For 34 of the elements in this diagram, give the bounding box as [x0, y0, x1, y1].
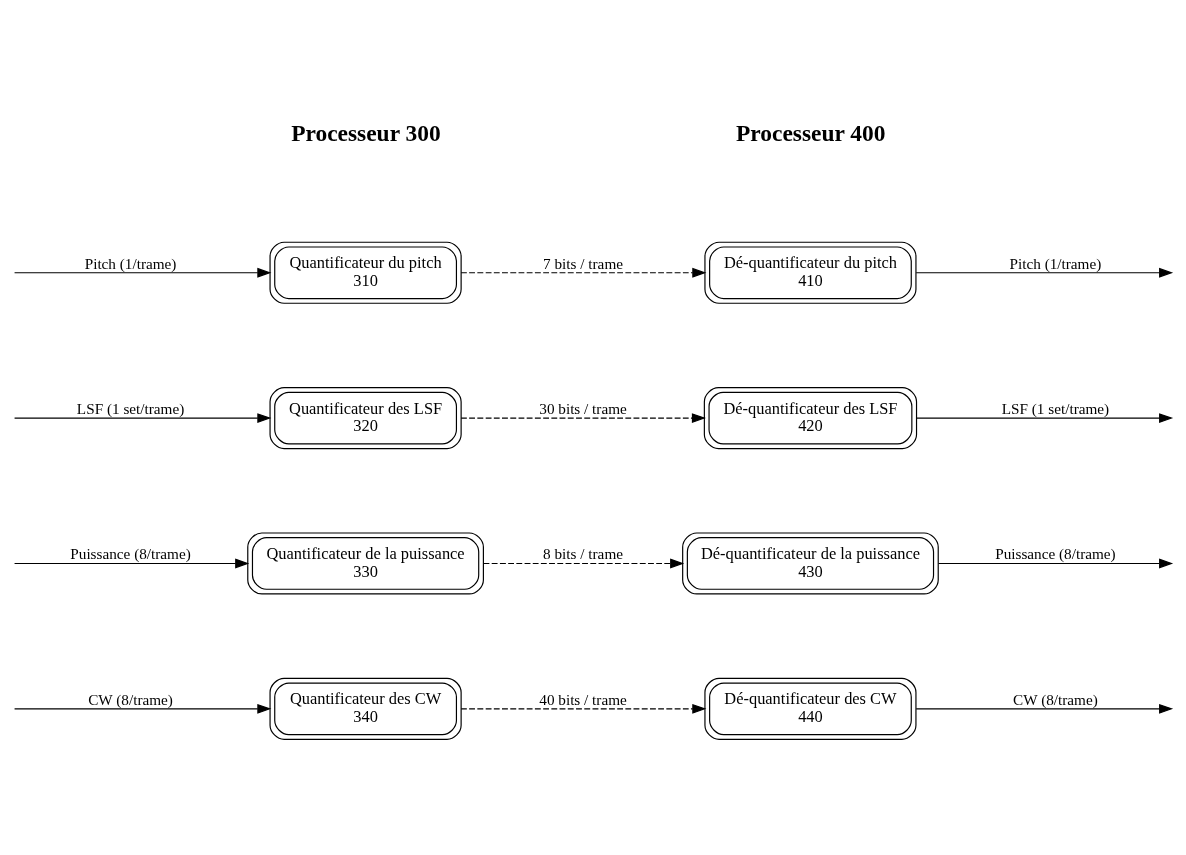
- node-box: Quantificateur du pitch 310: [269, 241, 462, 304]
- edge-label: Pitch (1/trame): [1009, 254, 1102, 272]
- node-box: Dé-quantificateur des LSF 420: [703, 387, 918, 450]
- label: Processeur 300: [291, 120, 441, 147]
- edge-label: LSF (1 set/trame): [76, 399, 185, 417]
- arrow: [14, 413, 272, 424]
- arrow: [916, 413, 1174, 424]
- edge-label: 40 bits / trame: [539, 690, 627, 708]
- arrow: [937, 558, 1174, 569]
- edge-label: CW (8/trame): [1013, 690, 1098, 708]
- edge-label: Puissance (8/trame): [70, 545, 191, 563]
- node-box: Quantificateur des LSF 320: [269, 387, 462, 450]
- arrow: [460, 267, 707, 278]
- edge-label: Pitch (1/trame): [84, 254, 177, 272]
- edge-label: LSF (1 set/trame): [1001, 399, 1110, 417]
- edge-label: Puissance (8/trame): [995, 545, 1116, 563]
- node-box: Dé-quantificateur de la puissance 430: [682, 532, 939, 595]
- arrow: [460, 413, 706, 424]
- edge-label: 8 bits / trame: [543, 545, 623, 563]
- arrow: [915, 703, 1174, 714]
- arrow: [14, 703, 272, 714]
- arrow: [460, 703, 707, 714]
- arrow: [483, 558, 685, 569]
- node-box: Dé-quantificateur du pitch 410: [704, 241, 917, 304]
- arrow: [915, 267, 1174, 278]
- edge-label: CW (8/trame): [88, 690, 173, 708]
- label: Processeur 400: [736, 120, 886, 147]
- arrow: [14, 267, 272, 278]
- edge-label: 7 bits / trame: [543, 254, 623, 272]
- edge-label: 30 bits / trame: [539, 399, 627, 417]
- node-box: Quantificateur de la puissance 330: [247, 532, 484, 595]
- node-box: Dé-quantificateur des CW 440: [704, 677, 917, 740]
- node-box: Quantificateur des CW 340: [269, 677, 462, 740]
- arrow: [14, 558, 250, 569]
